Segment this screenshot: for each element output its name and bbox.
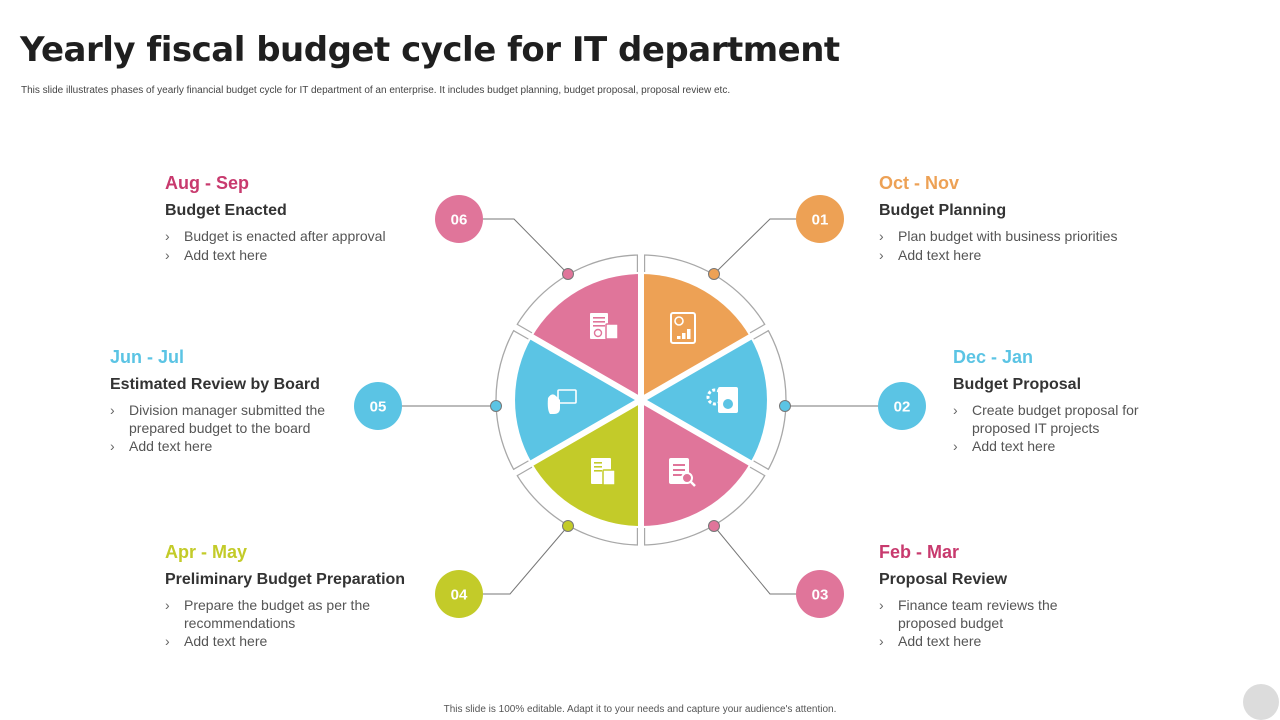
ring-edge [513,460,529,470]
phase-heading: Preliminary Budget Preparation [165,571,406,588]
phase-period: Jun - Jul [110,347,185,367]
badge-circle [796,570,844,618]
bullet-item: Budget is enacted after approval [165,228,445,246]
bullet-item: Add text here [953,438,1173,456]
connector-dot [562,520,574,532]
phase-heading: Budget Proposal [953,376,1082,393]
nav-circle[interactable] [1243,684,1279,720]
phase-period: Apr - May [165,542,248,562]
phase-badge-05: 05 [354,382,402,430]
badge-number: 05 [370,399,387,416]
bullet-item: Prepare the budget as per the recommenda… [165,597,435,632]
connector-dot [779,400,791,412]
separator-line [639,397,772,478]
ring-edge [516,323,533,334]
phase-badge-06: 06 [435,195,483,243]
badge-number: 06 [451,212,468,229]
connector-03 [713,525,797,595]
connector-dot [562,268,574,280]
connector-dot [708,520,720,532]
segment-02 [641,337,767,463]
phase-badge-02: 02 [878,382,926,430]
segment-03 [641,400,751,526]
phase-heading: Budget Planning [879,202,1007,219]
phase-bullets: Prepare the budget as per the recommenda… [165,597,435,651]
bullet-item: Plan budget with business priorities [879,228,1179,246]
bullet-item: Add text here [879,247,1179,265]
phase-period: Oct - Nov [879,173,960,193]
bullet-item: Division manager submitted the prepared … [110,402,340,437]
phase-badge-01: 01 [796,195,844,243]
connector-01 [713,218,797,275]
phase-bullets: Finance team reviews the proposed budget… [879,597,1109,651]
phase-badge-03: 03 [796,570,844,618]
ring-edge [753,330,769,340]
phase-heading: Proposal Review [879,571,1008,588]
badge-number: 03 [812,587,829,604]
bullet-item: Create budget proposal for proposed IT p… [953,402,1173,437]
connector-06 [482,218,569,275]
hand-check-icon [547,389,577,414]
phase-period: Feb - Mar [879,542,960,562]
segment-separators [510,251,772,549]
phase-badges: 01 02 03 04 05 06 [354,195,926,618]
ring-edge [513,330,529,340]
phase-bullets: Create budget proposal for proposed IT p… [953,402,1173,456]
report-chart-icon [670,312,696,344]
phase-bullets: Budget is enacted after approvalAdd text… [165,228,445,264]
page-subtitle: This slide illustrates phases of yearly … [21,85,731,96]
bullet-item: Add text here [165,633,435,651]
bullet-item: Add text here [110,438,340,456]
page-title: Yearly fiscal budget cycle for IT depart… [20,30,840,70]
ring-edge [749,466,766,477]
phase-bullets: Plan budget with business prioritiesAdd … [879,228,1179,264]
segment-06 [531,274,641,400]
badge-circle [354,382,402,430]
segment-04 [531,400,641,526]
separator-line [639,322,772,403]
segment-icons [547,312,738,487]
badge-number: 01 [812,212,829,229]
phase-period: Aug - Sep [165,173,249,193]
gear-dollar-document-icon [706,387,738,413]
bullet-item: Finance team reviews the proposed budget [879,597,1109,632]
badge-circle [435,195,483,243]
ring-edge [753,460,769,470]
phase-period: Dec - Jan [953,347,1034,367]
separator-line [510,322,643,403]
calculator-dollar-icon [590,313,619,340]
document-search-icon [669,458,696,487]
bullet-item: Add text here [165,247,445,265]
footer-note: This slide is 100% editable. Adapt it to… [443,704,837,715]
bullet-item: Add text here [879,633,1109,651]
ring-edge [516,466,533,477]
calculator-document-icon [591,458,616,486]
connector-dot [708,268,720,280]
phase-bullets: Division manager submitted the prepared … [110,402,340,456]
badge-circle [878,382,926,430]
badge-circle [796,195,844,243]
cycle-segments [515,274,767,526]
phase-heading: Estimated Review by Board [110,376,320,393]
phase-heading: Budget Enacted [165,202,287,219]
connector-dot [490,400,502,412]
badge-number: 02 [894,399,911,416]
segment-05 [515,337,641,463]
ring-edge [749,323,766,334]
badge-circle [435,570,483,618]
separator-line [510,397,643,478]
phase-badge-04: 04 [435,570,483,618]
badge-number: 04 [451,587,468,604]
